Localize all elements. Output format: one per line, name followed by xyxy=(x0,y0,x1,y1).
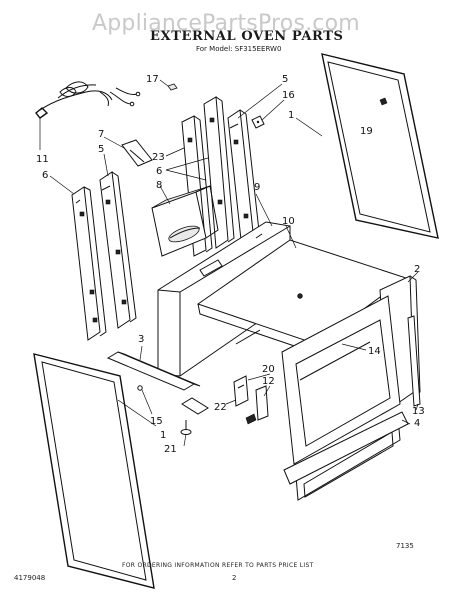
callout-6-center: 6 xyxy=(156,166,162,177)
model-subtitle: For Model: SF315EERW0 xyxy=(196,45,281,53)
callout-16: 16 xyxy=(282,90,295,101)
callout-1-bottom: 1 xyxy=(160,430,166,441)
callout-labels: 17 5 16 1 19 7 5 23 6 8 11 6 9 10 2 3 14… xyxy=(36,74,425,455)
callout-9: 9 xyxy=(254,182,260,193)
part-bottom-rail-3 xyxy=(106,345,201,391)
part-kickplate-4 xyxy=(283,411,411,485)
watermark-text: AppliancePartsPros.com xyxy=(92,11,360,36)
part-side-panel-frame-bottom xyxy=(33,353,157,589)
part-bracket-7 xyxy=(103,136,153,167)
callout-8: 8 xyxy=(156,180,162,191)
callout-15: 15 xyxy=(150,416,163,427)
document-number: 4179048 xyxy=(14,574,45,582)
callout-5-left: 5 xyxy=(98,144,104,155)
callout-4: 4 xyxy=(414,418,420,429)
callout-11: 11 xyxy=(36,154,49,165)
callout-20: 20 xyxy=(262,364,275,375)
callout-22: 22 xyxy=(214,402,227,413)
callout-12: 12 xyxy=(262,376,275,387)
part-wire-harness xyxy=(109,87,141,107)
callout-10: 10 xyxy=(282,216,295,227)
part-clip-17 xyxy=(159,79,178,91)
callout-14: 14 xyxy=(368,346,381,357)
callout-1-top: 1 xyxy=(288,110,294,121)
part-leveling-leg xyxy=(180,397,209,447)
part-strip-13 xyxy=(407,315,421,411)
callout-6-left: 6 xyxy=(42,170,48,181)
part-vent-box-8 xyxy=(151,185,219,257)
callout-19: 19 xyxy=(360,126,373,137)
callout-21: 21 xyxy=(164,444,177,455)
part-screw-15 xyxy=(137,385,153,415)
callout-7: 7 xyxy=(98,129,104,140)
part-brackets-20-12-22 xyxy=(225,373,271,425)
part-left-front-rail xyxy=(99,153,137,329)
part-left-side-rail xyxy=(49,175,107,341)
callout-2: 2 xyxy=(414,264,420,275)
part-clip-16 xyxy=(251,99,285,129)
part-center-rail-6 xyxy=(165,96,235,249)
callout-17: 17 xyxy=(146,74,159,85)
part-power-cord xyxy=(35,81,113,150)
page-number: 2 xyxy=(232,574,236,582)
callout-3: 3 xyxy=(138,334,144,345)
callout-13: 13 xyxy=(412,406,425,417)
page-title: EXTERNAL OVEN PARTS xyxy=(150,29,343,44)
callout-23: 23 xyxy=(152,152,165,163)
part-side-panel-frame-top xyxy=(295,53,439,239)
callout-5-top: 5 xyxy=(282,74,288,85)
diagram-number: 7135 xyxy=(396,542,414,550)
ordering-note: FOR ORDERING INFORMATION REFER TO PARTS … xyxy=(122,562,314,569)
